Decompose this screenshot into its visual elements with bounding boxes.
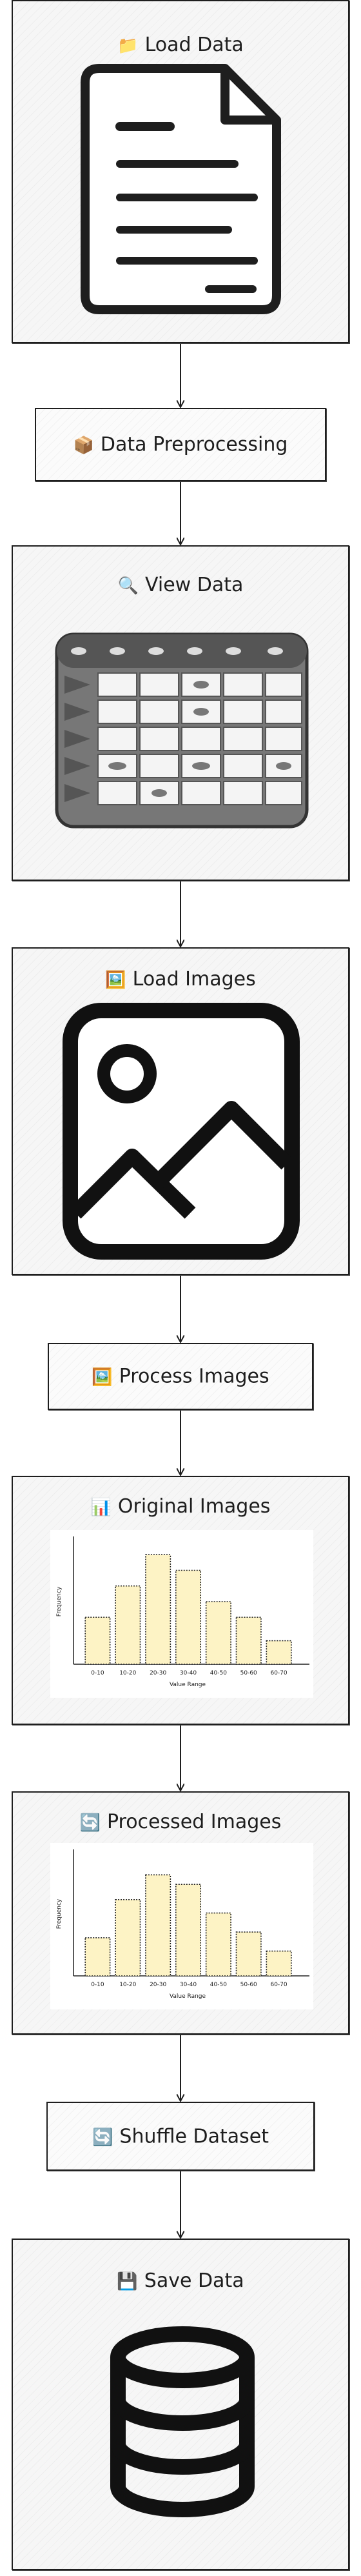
shuffle-dataset-label: Shuffle Dataset	[119, 2125, 269, 2148]
original-images-node[interactable]: 📊 Original Images 0-10 10-20 20-30 30-40 40-5…	[12, 1476, 349, 1725]
save-data-label: Save Data	[144, 2269, 244, 2292]
histogram-bar	[205, 1912, 231, 1977]
magnifier-emoji: 🔍	[117, 576, 139, 596]
view-data-title: 🔍 View Data	[13, 574, 348, 596]
save-data-node[interactable]: 💾 Save Data	[12, 2239, 349, 2570]
save-data-title: 💾 Save Data	[13, 2269, 348, 2292]
bar-chart-emoji: 📊	[90, 1498, 112, 1517]
histogram-bar	[115, 1899, 141, 1977]
document-icon	[81, 64, 281, 314]
refresh-emoji: 🔄	[92, 2128, 113, 2147]
load-data-label: Load Data	[144, 34, 244, 56]
processed-images-title: 🔄Processed Images	[13, 1811, 348, 1833]
data-preprocessing-label: Data Preprocessing	[100, 433, 288, 456]
x-tick-label: 20-30	[150, 1670, 166, 1676]
shuffle-dataset-node[interactable]: 🔄 Shuffle Dataset	[46, 2102, 315, 2171]
histogram-bar	[84, 1937, 111, 1977]
y-axis-label: Frequency	[56, 1898, 63, 1929]
histogram-bar	[175, 1569, 202, 1665]
histogram-bar	[115, 1585, 141, 1665]
view-data-label: View Data	[145, 574, 244, 596]
histogram-bar	[266, 1950, 292, 1977]
x-tick-label: 0-10	[91, 1670, 104, 1676]
data-preprocessing-node[interactable]: 📦 Data Preprocessing	[35, 408, 326, 481]
x-tick-label: 10-20	[119, 1982, 136, 1988]
picture-emoji: 🖼️	[105, 971, 126, 990]
x-tick-label: 20-30	[150, 1982, 166, 1988]
folder-emoji: 📁	[117, 36, 139, 55]
histogram-bar	[266, 1640, 292, 1665]
view-data-node[interactable]: 🔍 View Data	[12, 545, 349, 881]
x-tick-label: 30-40	[180, 1982, 197, 1988]
load-images-node[interactable]: 🖼️ Load Images	[12, 947, 349, 1275]
x-tick-label: 40-50	[210, 1670, 227, 1676]
process-images-title: 🖼️ Process Images	[49, 1365, 312, 1388]
load-data-node[interactable]: 📁 Load Data	[12, 0, 349, 343]
histogram-bar	[145, 1554, 171, 1665]
load-images-title: 🖼️ Load Images	[13, 968, 348, 991]
package-emoji: 📦	[73, 436, 94, 456]
histogram-bar	[145, 1874, 171, 1977]
x-tick-label: 10-20	[119, 1670, 136, 1676]
process-images-node[interactable]: 🖼️ Process Images	[48, 1343, 313, 1410]
x-axis-label: Value Range	[170, 1993, 206, 2000]
image-icon	[63, 1003, 300, 1260]
refresh-emoji: 🔄	[79, 1813, 101, 1833]
processed-images-label: Processed Images	[106, 1811, 282, 1833]
shuffle-dataset-title: 🔄 Shuffle Dataset	[48, 2125, 313, 2148]
processed-images-node[interactable]: 🔄Processed Images 0-10 10-20 20-30 30-40 40-…	[12, 1791, 349, 2035]
processed-histogram: 0-10 10-20 20-30 30-40 40-50 50-60 60-70Value …	[56, 1849, 309, 2000]
database-icon	[110, 2326, 255, 2517]
table-icon	[55, 632, 309, 829]
process-images-label: Process Images	[119, 1365, 269, 1388]
histogram-bar	[235, 1616, 262, 1665]
load-data-title: 📁 Load Data	[13, 34, 348, 56]
x-axis-label: Value Range	[170, 1682, 206, 1688]
histogram-bar	[84, 1616, 111, 1665]
histogram-bar	[175, 1884, 202, 1977]
x-tick-label: 50-60	[240, 1982, 257, 1988]
x-tick-label: 50-60	[240, 1670, 257, 1676]
x-tick-label: 30-40	[180, 1670, 197, 1676]
data-preprocessing-title: 📦 Data Preprocessing	[36, 434, 325, 456]
load-images-label: Load Images	[132, 968, 256, 991]
y-axis-label: Frequency	[56, 1586, 63, 1616]
original-histogram: 0-10 10-20 20-30 30-40 40-50 50-60 60-70Value …	[56, 1536, 309, 1688]
x-tick-label: 60-70	[270, 1670, 287, 1676]
histogram-bar	[205, 1601, 231, 1665]
picture-emoji: 🖼️	[92, 1367, 113, 1387]
x-tick-label: 60-70	[270, 1982, 287, 1988]
histogram-bar	[235, 1931, 262, 1977]
original-images-title: 📊 Original Images	[13, 1495, 348, 1518]
original-images-label: Original Images	[117, 1495, 271, 1518]
x-tick-label: 40-50	[210, 1982, 227, 1988]
floppy-disk-emoji: 💾	[117, 2272, 138, 2291]
x-tick-label: 0-10	[91, 1982, 104, 1988]
